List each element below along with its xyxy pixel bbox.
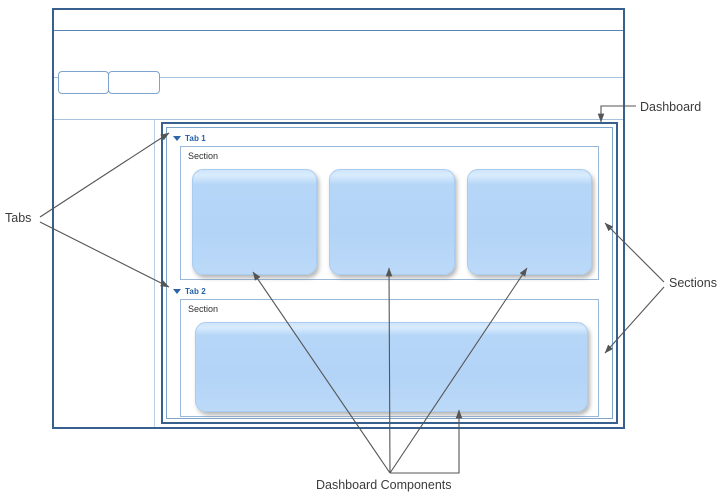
- annotation-label-dashboard-components: Dashboard Components: [316, 478, 452, 492]
- section-1: Section: [180, 146, 599, 280]
- tab-group-1: Tab 1 Section: [173, 132, 606, 281]
- tab-label-2: Tab 2: [185, 287, 206, 296]
- left-sidebar-panel: [54, 120, 155, 427]
- tab-label-1: Tab 1: [185, 134, 206, 143]
- chevron-down-icon: [173, 136, 181, 141]
- window-titlebar: [54, 10, 623, 31]
- chevron-down-icon: [173, 289, 181, 294]
- annotation-label-sections: Sections: [669, 276, 717, 290]
- component-row-2: [195, 322, 588, 412]
- dashboard-component-2[interactable]: [329, 169, 455, 275]
- section-label-1: Section: [188, 151, 219, 161]
- annotation-label-tabs: Tabs: [5, 211, 32, 225]
- ribbon-tab-2[interactable]: [108, 71, 160, 94]
- dashboard-container: Tab 1 Section Tab 2 Se: [161, 122, 618, 424]
- dashboard-component-1[interactable]: [192, 169, 318, 275]
- window-toolbar-row: [54, 31, 623, 94]
- section-2: Section: [180, 299, 599, 417]
- tab-header-1[interactable]: Tab 1: [173, 132, 206, 145]
- section-label-2: Section: [188, 304, 219, 314]
- annotation-label-dashboard: Dashboard: [640, 100, 702, 114]
- tab-header-2[interactable]: Tab 2: [173, 285, 206, 298]
- dashboard-inner-border: Tab 1 Section Tab 2 Se: [166, 127, 613, 419]
- dashboard-component-3[interactable]: [466, 169, 592, 275]
- window-subheader-row: [54, 78, 623, 120]
- component-row-1: [192, 169, 592, 275]
- tab-group-2: Tab 2 Section: [173, 285, 606, 418]
- dashboard-component-4[interactable]: [195, 322, 588, 412]
